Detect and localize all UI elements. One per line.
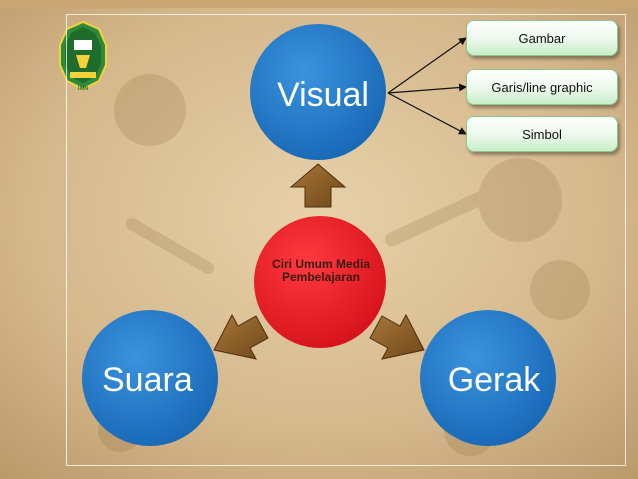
slide-frame	[66, 14, 626, 466]
gerak-circle	[420, 310, 556, 446]
node-label-gerak: Gerak	[447, 361, 541, 399]
leaf-label: Garis/line graphic	[491, 79, 593, 95]
leaf-box-garis-line-graphic: Garis/line graphic	[466, 69, 618, 105]
suara-circle	[82, 310, 218, 446]
node-label-suara: Suara	[102, 361, 193, 399]
center-circle	[254, 216, 386, 348]
leaf-label: Gambar	[518, 30, 566, 46]
connector-gambar	[387, 37, 467, 94]
arrow-to-visual	[289, 163, 347, 208]
node-label-visual: Visual	[277, 76, 369, 114]
connector-simbol	[387, 92, 467, 135]
arrow-to-gerak	[369, 313, 425, 360]
arrow-to-suara	[213, 313, 269, 360]
leaf-box-gambar: Gambar	[466, 20, 618, 56]
connector-lines	[387, 37, 467, 135]
leaf-box-simbol: Simbol	[466, 116, 618, 152]
center-label: Ciri Umum Media Pembelajaran	[271, 257, 370, 284]
connector-garis	[387, 83, 467, 94]
logo-text: IAIN	[78, 86, 88, 92]
institution-emblem-icon	[59, 20, 107, 91]
leaf-label: Simbol	[522, 126, 562, 142]
visual-circle	[250, 24, 386, 160]
